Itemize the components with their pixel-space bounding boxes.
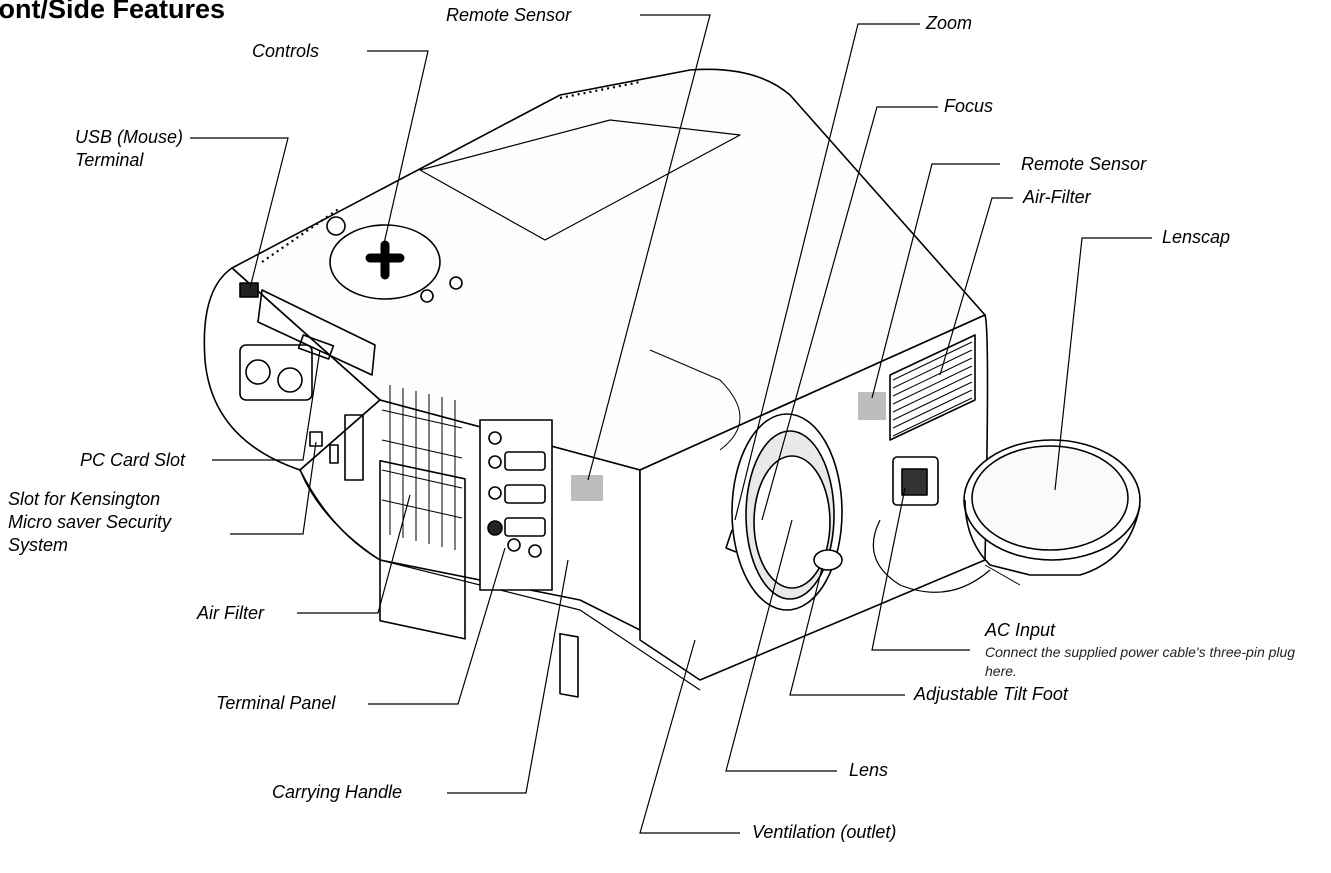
label-air-filter-front: Air Filter	[197, 603, 264, 623]
label-lenscap: Lenscap	[1162, 227, 1231, 247]
leader-pc-card	[212, 349, 321, 461]
label-carrying-handle: Carrying Handle	[272, 782, 403, 802]
leader-terminal-panel	[368, 547, 506, 705]
leader-focus	[761, 106, 938, 521]
ac-input-note: Connect the supplied power cable's three…	[985, 644, 1296, 679]
label-kensington-line2: Micro saver Security	[8, 512, 172, 532]
leader-zoom	[734, 23, 920, 521]
label-usb-terminal-line1: USB (Mouse)	[75, 127, 184, 147]
leader-kensington	[230, 441, 317, 535]
label-kensington-line3: System	[8, 535, 69, 555]
leader-remote-sensor-top	[587, 14, 711, 481]
label-adjustable-tilt-foot: Adjustable Tilt Foot	[914, 684, 1068, 704]
leader-ac-input	[871, 487, 970, 651]
leader-ventilation	[639, 639, 740, 834]
label-pc-card-slot: PC Card Slot	[80, 450, 186, 470]
label-air-filter-side: Air-Filter	[1023, 187, 1091, 207]
leader-tilt-foot	[789, 567, 905, 696]
label-terminal-panel: Terminal Panel	[216, 693, 336, 713]
page-title: ront/Side Features	[0, 0, 226, 24]
leader-carrying-handle	[447, 559, 569, 794]
air-filter-grille	[379, 459, 466, 640]
label-remote-sensor-top: Remote Sensor	[446, 5, 572, 25]
label-lens: Lens	[849, 760, 889, 780]
leader-air-filter-side	[939, 197, 1013, 376]
leader-lens	[725, 519, 837, 772]
label-remote-sensor-side: Remote Sensor	[1021, 154, 1147, 174]
label-ventilation-outlet: Ventilation (outlet)	[752, 822, 897, 842]
leader-usb	[190, 137, 289, 289]
leader-controls	[367, 50, 429, 249]
label-ac-input: AC Input	[985, 620, 1056, 640]
leader-air-filter-front	[297, 494, 411, 614]
label-usb-terminal-line2: Terminal	[75, 150, 144, 170]
leader-lenscap	[1054, 237, 1152, 491]
leader-remote-sensor-side	[871, 163, 1000, 399]
label-kensington-line1: Slot for Kensington	[8, 489, 161, 509]
label-focus: Focus	[944, 96, 994, 116]
label-controls: Controls	[252, 41, 320, 61]
label-zoom: Zoom	[926, 13, 973, 33]
